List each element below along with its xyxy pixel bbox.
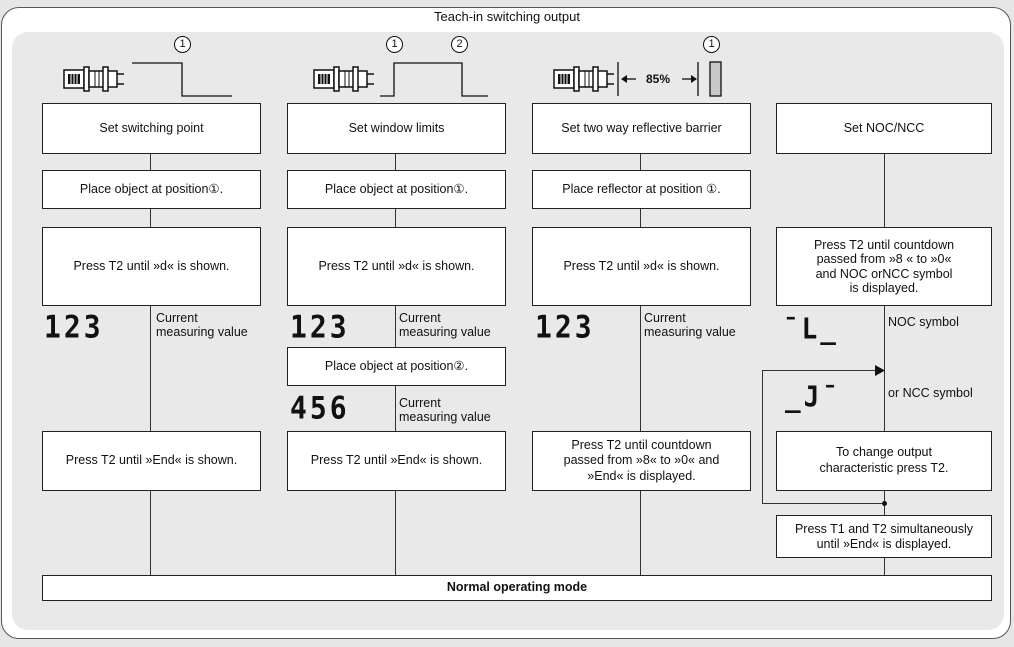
col3-display-label: Current measuring value: [644, 311, 736, 339]
loop-line-bottom: [762, 503, 884, 504]
set-switching-point-box: Set switching point: [42, 103, 261, 154]
col4-final-box: Press T1 and T2 simultaneously until »En…: [776, 515, 992, 558]
col3-final-box: Press T2 until countdown passed from »8«…: [532, 431, 751, 491]
position-marker-1: 1: [174, 36, 191, 53]
loop-line-left: [762, 370, 763, 503]
col2-display1-label: Current measuring value: [399, 311, 491, 339]
noc-display: ¯L_: [783, 313, 839, 346]
col2-step2-box: Press T2 until »d« is shown.: [287, 227, 506, 306]
col2-display1: 123: [290, 309, 350, 346]
position-marker-window-1: 1: [386, 36, 403, 53]
col3-step1-box: Place reflector at position ①.: [532, 170, 751, 209]
window-limits-waveform: [380, 62, 488, 97]
reflector-diagram: [617, 61, 722, 97]
col2-display2-label: Current measuring value: [399, 396, 491, 424]
col2-display2: 456: [290, 390, 350, 427]
set-reflective-barrier-box: Set two way reflective barrier: [532, 103, 751, 154]
noc-label: NOC symbol: [888, 315, 959, 329]
col1-step2-box: Press T2 until »d« is shown.: [42, 227, 261, 306]
position-marker-window-2: 2: [451, 36, 468, 53]
col1-display: 123: [44, 309, 104, 346]
sensor-icon-1: [63, 66, 124, 92]
col2-final-box: Press T2 until »End« is shown.: [287, 431, 506, 491]
col2-mid-box: Place object at position②.: [287, 347, 506, 386]
diagram-title: Teach-in switching output: [434, 9, 580, 24]
normal-operating-mode-bar: Normal operating mode: [42, 575, 992, 601]
loop-arrow-icon: [875, 365, 885, 376]
flow-line-col3: [640, 154, 641, 575]
col3-display: 123: [535, 309, 595, 346]
loop-line-top: [762, 370, 882, 371]
sensor-icon-2: [313, 66, 374, 92]
col4-step1-box: Press T2 until countdown passed from »8 …: [776, 227, 992, 306]
set-noc-ncc-box: Set NOC/NCC: [776, 103, 992, 154]
col1-step1-box: Place object at position①.: [42, 170, 261, 209]
loop-dot-icon: [882, 501, 887, 506]
flow-line-col4: [884, 154, 885, 575]
col2-step1-box: Place object at position①.: [287, 170, 506, 209]
set-window-limits-box: Set window limits: [287, 103, 506, 154]
flow-line-col1: [150, 154, 151, 575]
ncc-label: or NCC symbol: [888, 386, 973, 400]
position-marker-reflector: 1: [703, 36, 720, 53]
percent-label: 85%: [646, 72, 671, 86]
col4-change-box: To change output characteristic press T2…: [776, 431, 992, 491]
ncc-display: _J¯: [785, 381, 841, 414]
switching-point-waveform: [132, 62, 232, 97]
col1-final-box: Press T2 until »End« is shown.: [42, 431, 261, 491]
sensor-icon-3: [553, 66, 614, 92]
col1-display-label: Current measuring value: [156, 311, 248, 339]
col3-step2-box: Press T2 until »d« is shown.: [532, 227, 751, 306]
